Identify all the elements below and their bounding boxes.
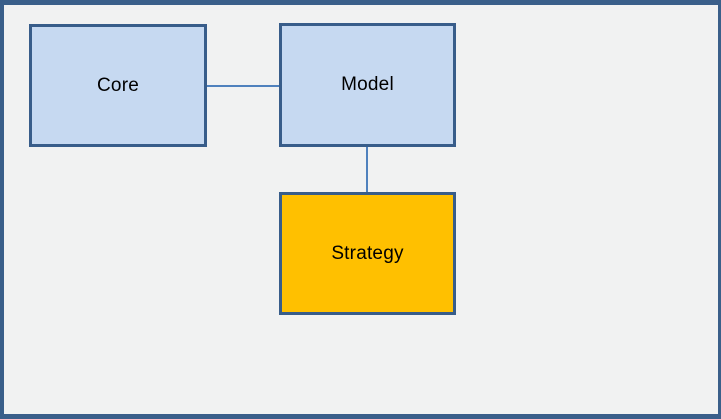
node-model[interactable]: Model	[279, 23, 456, 147]
node-model-label: Model	[341, 74, 394, 95]
node-core-label: Core	[97, 74, 139, 96]
node-strategy[interactable]: Strategy	[279, 192, 456, 315]
node-core[interactable]: Core	[29, 24, 207, 147]
node-strategy-label: Strategy	[331, 242, 404, 264]
connector-core-to-model	[207, 85, 279, 87]
connector-model-to-strategy	[366, 147, 368, 192]
